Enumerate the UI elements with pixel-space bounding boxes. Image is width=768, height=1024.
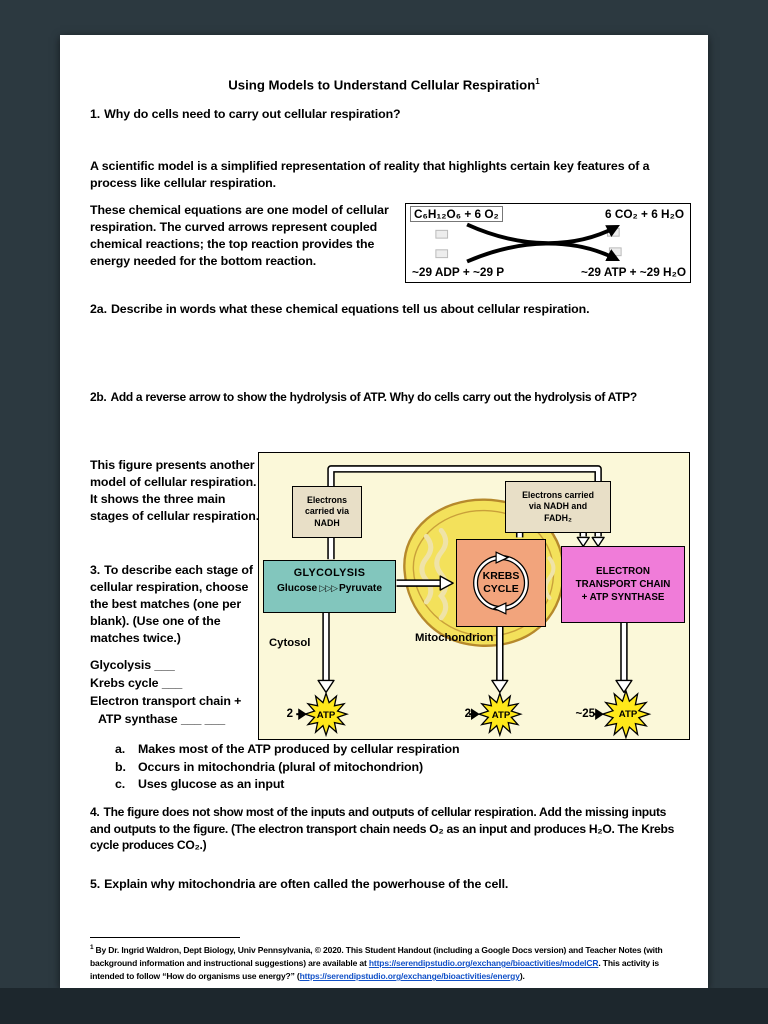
footnote-divider [90, 937, 240, 938]
electrons-fadh-line1: Electrons carried [522, 489, 594, 500]
document-page: Using Models to Understand Cellular Resp… [60, 35, 708, 988]
intro-paragraph: A scientific model is a simplified repre… [90, 159, 650, 191]
question-3: 3.To describe each stage of cellular res… [90, 562, 268, 648]
pyruvate-label: Pyruvate [338, 583, 382, 594]
electrons-fadh-line2: via NADH and [528, 501, 588, 512]
choice-b-letter: b. [115, 759, 126, 774]
glycolysis-reaction: Glucose ▷▷▷ Pyruvate [264, 583, 395, 594]
answer-choices: a. Makes most of the ATP produced by cel… [115, 741, 678, 794]
question-3-number: 3. [90, 563, 101, 577]
choice-c-letter: c. [115, 777, 126, 792]
electrons-fadh-line3: FADH₂ [544, 512, 572, 523]
question-2a-number: 2a. [90, 302, 107, 316]
blank-etc-line2: ATP synthase ___ ___ [98, 712, 226, 726]
choice-b-text: Occurs in mitochondria (plural of mitoch… [138, 759, 424, 774]
question-2b-text: Add a reverse arrow to show the hydrolys… [110, 390, 637, 404]
krebs-cycle-box: KREBS CYCLE [456, 539, 546, 627]
atp-label-krebs: ATP [491, 710, 511, 721]
matching-blanks: Glycolysis ___ Krebs cycle ___ Electron … [90, 656, 300, 728]
question-4-text: The figure does not show most of the inp… [90, 805, 675, 853]
coupled-reaction-arrows-icon [435, 222, 622, 264]
footnote-ref-mark: 1 [535, 77, 540, 86]
viewer-footer-bar [0, 988, 768, 1024]
atp-count-krebs: 2 [464, 708, 471, 720]
question-2b-number: 2b. [90, 390, 107, 404]
equations-description: These chemical equations are one model o… [90, 203, 389, 269]
question-5-number: 5. [90, 877, 101, 891]
glucose-label: Glucose [276, 583, 318, 594]
glycolysis-box: GLYCOLYSIS Glucose ▷▷▷ Pyruvate [263, 560, 396, 613]
question-3-text: To describe each stage of cellular respi… [90, 563, 253, 646]
blank-etc-line1: Electron transport chain + [90, 694, 242, 708]
electrons-nadh-line2: carried via [304, 506, 349, 517]
chemical-equations-figure: C₆H₁₂O₆ + 6 O₂ 6 CO₂ + 6 H₂O ~29 ADP + ~… [405, 203, 691, 283]
blank-glycolysis: Glycolysis ___ [90, 658, 175, 672]
etc-line2: TRANSPORT CHAIN [575, 578, 671, 590]
figure-intro-paragraph: This figure presents another model of ce… [90, 458, 260, 524]
atp-count-glycolysis: 2 [286, 708, 293, 720]
electrons-nadh-line1: Electrons [306, 494, 348, 505]
blank-krebs: Krebs cycle ___ [90, 676, 183, 690]
electrons-nadh-label-box: Electrons carried via NADH [292, 486, 362, 538]
krebs-title-line2: CYCLE [483, 583, 519, 595]
choice-a-letter: a. [115, 742, 126, 756]
footnote-link-energy[interactable]: https://serendipstudio.org/exchange/bioa… [299, 971, 520, 982]
question-4-number: 4. [90, 805, 100, 819]
choice-c: c. Uses glucose as an input [115, 776, 678, 794]
question-2a-text: Describe in words what these chemical eq… [110, 302, 590, 316]
equation-adp-phosphate: ~29 ADP + ~29 P [412, 265, 505, 279]
question-1-text: Why do cells need to carry out cellular … [104, 107, 401, 121]
cycle-arrows-icon [473, 551, 529, 615]
footnote-text-1: By Dr. Ingrid Waldron, Dept Biology, Uni… [90, 944, 663, 968]
cytosol-label: Cytosol [269, 637, 311, 649]
choice-a-text: Makes most of the ATP produced by cellul… [138, 742, 460, 756]
electrons-nadh-line3: NADH [314, 517, 340, 528]
footnote-text-2: . This activity is intended to follow “H… [90, 958, 659, 982]
atp-label-etc: ATP [618, 709, 638, 720]
equation-co2-water: 6 CO₂ + 6 H₂O [605, 207, 684, 221]
question-2b: 2b.Add a reverse arrow to show the hydro… [90, 389, 700, 406]
electron-transport-chain-box: ELECTRON TRANSPORT CHAIN + ATP SYNTHASE [561, 546, 685, 623]
page-title: Using Models to Understand Cellular Resp… [60, 77, 708, 92]
question-2a: 2a.Describe in words what these chemical… [90, 301, 688, 318]
cellular-respiration-figure: Electrons carried via NADH Electrons car… [258, 452, 690, 740]
question-1-number: 1. [90, 107, 101, 121]
etc-line3: + ATP SYNTHASE [581, 592, 665, 604]
choice-a: a. Makes most of the ATP produced by cel… [115, 741, 678, 759]
etc-line1: ELECTRON [596, 565, 650, 577]
electrons-fadh-label-box: Electrons carried via NADH and FADH₂ [505, 481, 611, 533]
question-1: 1.Why do cells need to carry out cellula… [90, 106, 680, 123]
footnote-link-modelcr[interactable]: https://serendipstudio.org/exchange/bioa… [368, 958, 599, 968]
page-title-text: Using Models to Understand Cellular Resp… [228, 77, 536, 93]
atp-label-glycolysis: ATP [316, 710, 336, 721]
glycolysis-title: GLYCOLYSIS [293, 567, 366, 579]
choice-c-text: Uses glucose as an input [138, 777, 285, 792]
choice-b: b. Occurs in mitochondria (plural of mit… [115, 759, 678, 777]
equation-atp-water: ~29 ATP + ~29 H₂O [580, 265, 686, 279]
reaction-arrows-icon: ▷▷▷ [319, 583, 338, 593]
atp-count-etc: ~25 [575, 708, 595, 720]
question-4: 4.The figure does not show most of the i… [90, 804, 684, 854]
footnote-marker: 1 [90, 944, 94, 951]
question-5-text: Explain why mitochondria are often calle… [104, 877, 509, 891]
footnote-text-3: ). [519, 971, 525, 982]
mitochondrion-label: Mitochondrion [415, 632, 494, 644]
question-5: 5.Explain why mitochondria are often cal… [90, 876, 680, 893]
equation-glucose-oxygen: C₆H₁₂O₆ + 6 O₂ [410, 206, 503, 222]
krebs-title-line1: KREBS [482, 569, 520, 582]
